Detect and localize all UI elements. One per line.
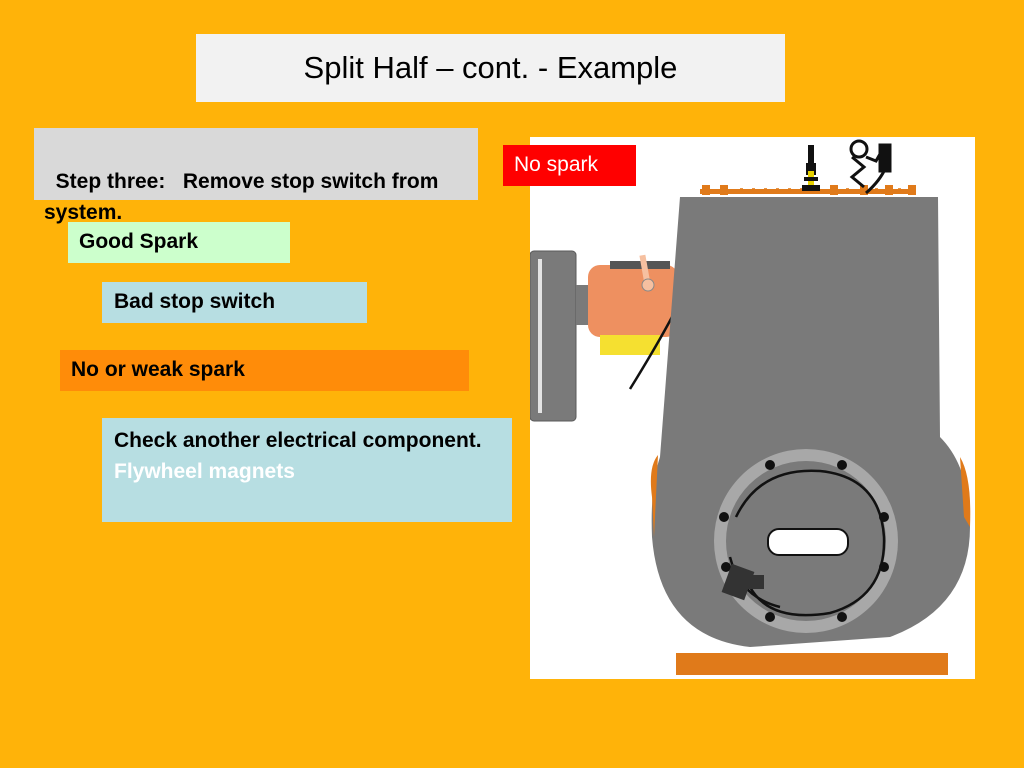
- no-or-weak-spark-box: No or weak spark: [60, 350, 469, 391]
- engine-illustration: [529, 137, 975, 679]
- stop-switch-icon: [588, 254, 678, 390]
- step-three-box: Step three: Remove stop switch from syst…: [34, 128, 478, 224]
- flywheel-icon: [714, 449, 898, 633]
- bad-stop-switch-label: Bad stop switch: [114, 290, 276, 313]
- flywheel-magnets-link[interactable]: Flywheel magnets: [114, 460, 295, 483]
- top-wiring: [849, 139, 892, 195]
- slide-title: Split Half – cont. - Example: [196, 34, 785, 102]
- side-housing: [529, 250, 577, 422]
- good-spark-label: Good Spark: [79, 230, 199, 253]
- no-spark-callout: No spark: [503, 145, 636, 186]
- no-spark-label: No spark: [514, 153, 599, 176]
- slide-title-text: Split Half – cont. - Example: [303, 50, 678, 85]
- good-spark-box: Good Spark: [68, 222, 290, 263]
- no-or-weak-spark-label: No or weak spark: [71, 358, 245, 381]
- top-bolts: [702, 185, 916, 195]
- engine-block-icon: [529, 139, 971, 675]
- engine-base: [676, 653, 948, 675]
- bad-stop-switch-box: Bad stop switch: [102, 282, 367, 323]
- step-three-text: Step three: Remove stop switch from syst…: [44, 170, 445, 224]
- spark-plug-icon: [802, 145, 820, 191]
- check-component-text: Check another electrical component.: [114, 429, 482, 452]
- check-component-box: Check another electrical component. Flyw…: [102, 418, 512, 522]
- top-rail: [700, 189, 915, 194]
